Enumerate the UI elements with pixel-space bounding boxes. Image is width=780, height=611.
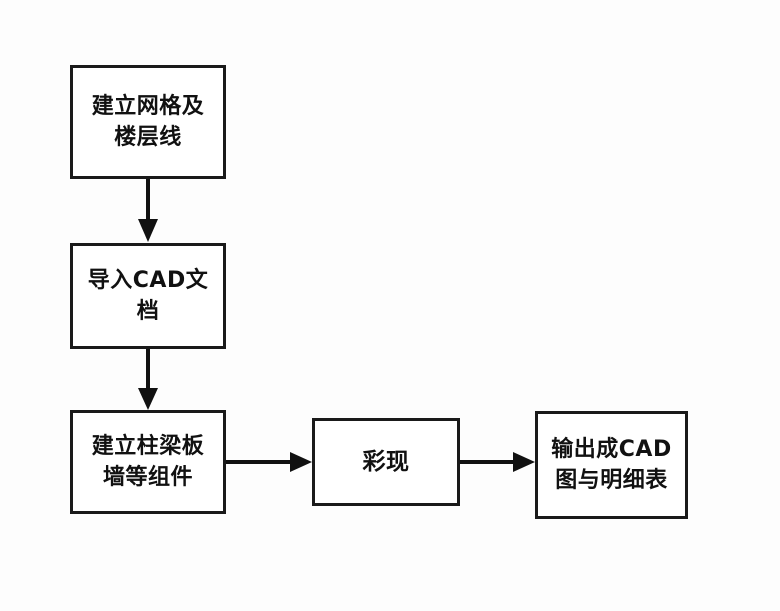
connector-render-to-output [460, 452, 535, 472]
arrowhead-down-icon [138, 388, 158, 410]
connector-grid-to-import [138, 179, 158, 242]
connector-import-to-build [138, 349, 158, 410]
node-label: 导入CAD文 档 [87, 267, 209, 324]
arrowhead-right-icon [513, 452, 535, 472]
node-label: 彩现 [362, 448, 410, 475]
node-label: 建立柱梁板 墙等组件 [91, 433, 205, 490]
flowchart-node-render[interactable]: 彩现 [312, 418, 460, 506]
node-label: 建立网格及 楼层线 [91, 93, 205, 150]
flowchart-node-import-cad[interactable]: 导入CAD文 档 [70, 243, 226, 349]
flowchart-node-grid-floorlines[interactable]: 建立网格及 楼层线 [70, 65, 226, 179]
arrowhead-down-icon [138, 219, 158, 242]
arrowhead-right-icon [290, 452, 312, 472]
flowchart-node-build-members[interactable]: 建立柱梁板 墙等组件 [70, 410, 226, 514]
connector-build-to-render [226, 452, 312, 472]
node-label: 输出成CAD 图与明细表 [551, 436, 672, 493]
flowchart-node-output-cad[interactable]: 输出成CAD 图与明细表 [535, 411, 688, 519]
